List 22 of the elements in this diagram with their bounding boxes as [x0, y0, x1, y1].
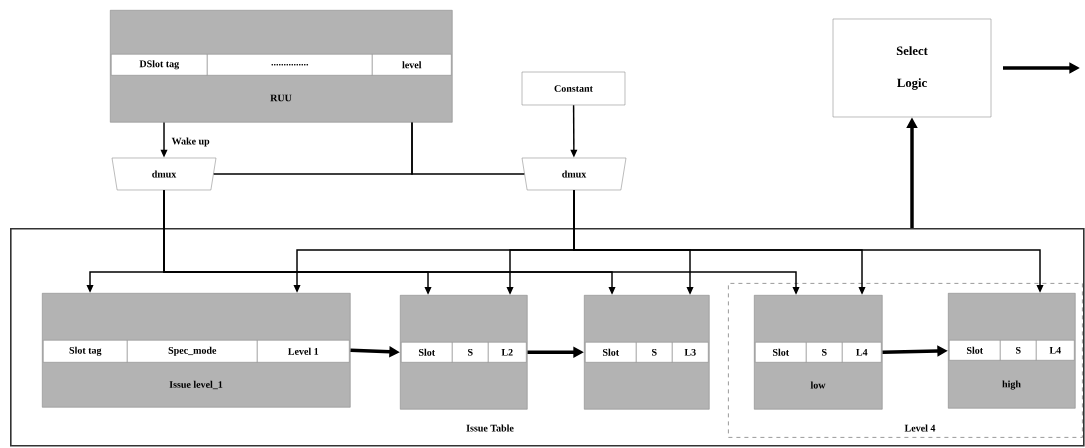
field-cell: Level 1: [257, 340, 350, 363]
field-cell: Spec_mode: [127, 340, 258, 363]
field-cell: Slot: [755, 342, 807, 363]
field-cell: Slot tag: [43, 340, 128, 363]
field-cell: L4: [842, 342, 882, 363]
field-cell: DSlot tag: [111, 54, 208, 76]
field-cell: level: [372, 54, 452, 76]
field-cell: Slot: [401, 342, 453, 363]
field-cell: L3: [672, 342, 709, 363]
logic-box: Select Logic: [832, 18, 992, 118]
field-cell: L2: [488, 342, 527, 363]
field-cell: S: [1000, 340, 1037, 361]
field-cell: S: [806, 342, 843, 363]
demux-trapezium: dmux: [521, 157, 627, 191]
field-cell: S: [636, 342, 673, 363]
edge-label: Wake up: [170, 136, 211, 148]
label-box: Constant: [521, 71, 626, 106]
field-cell: Slot: [949, 340, 1001, 361]
field-cell: S: [452, 342, 489, 363]
demux-trapezium: dmux: [111, 157, 217, 191]
field-cell: L4: [1036, 340, 1075, 361]
field-cell: Slot: [585, 342, 637, 363]
